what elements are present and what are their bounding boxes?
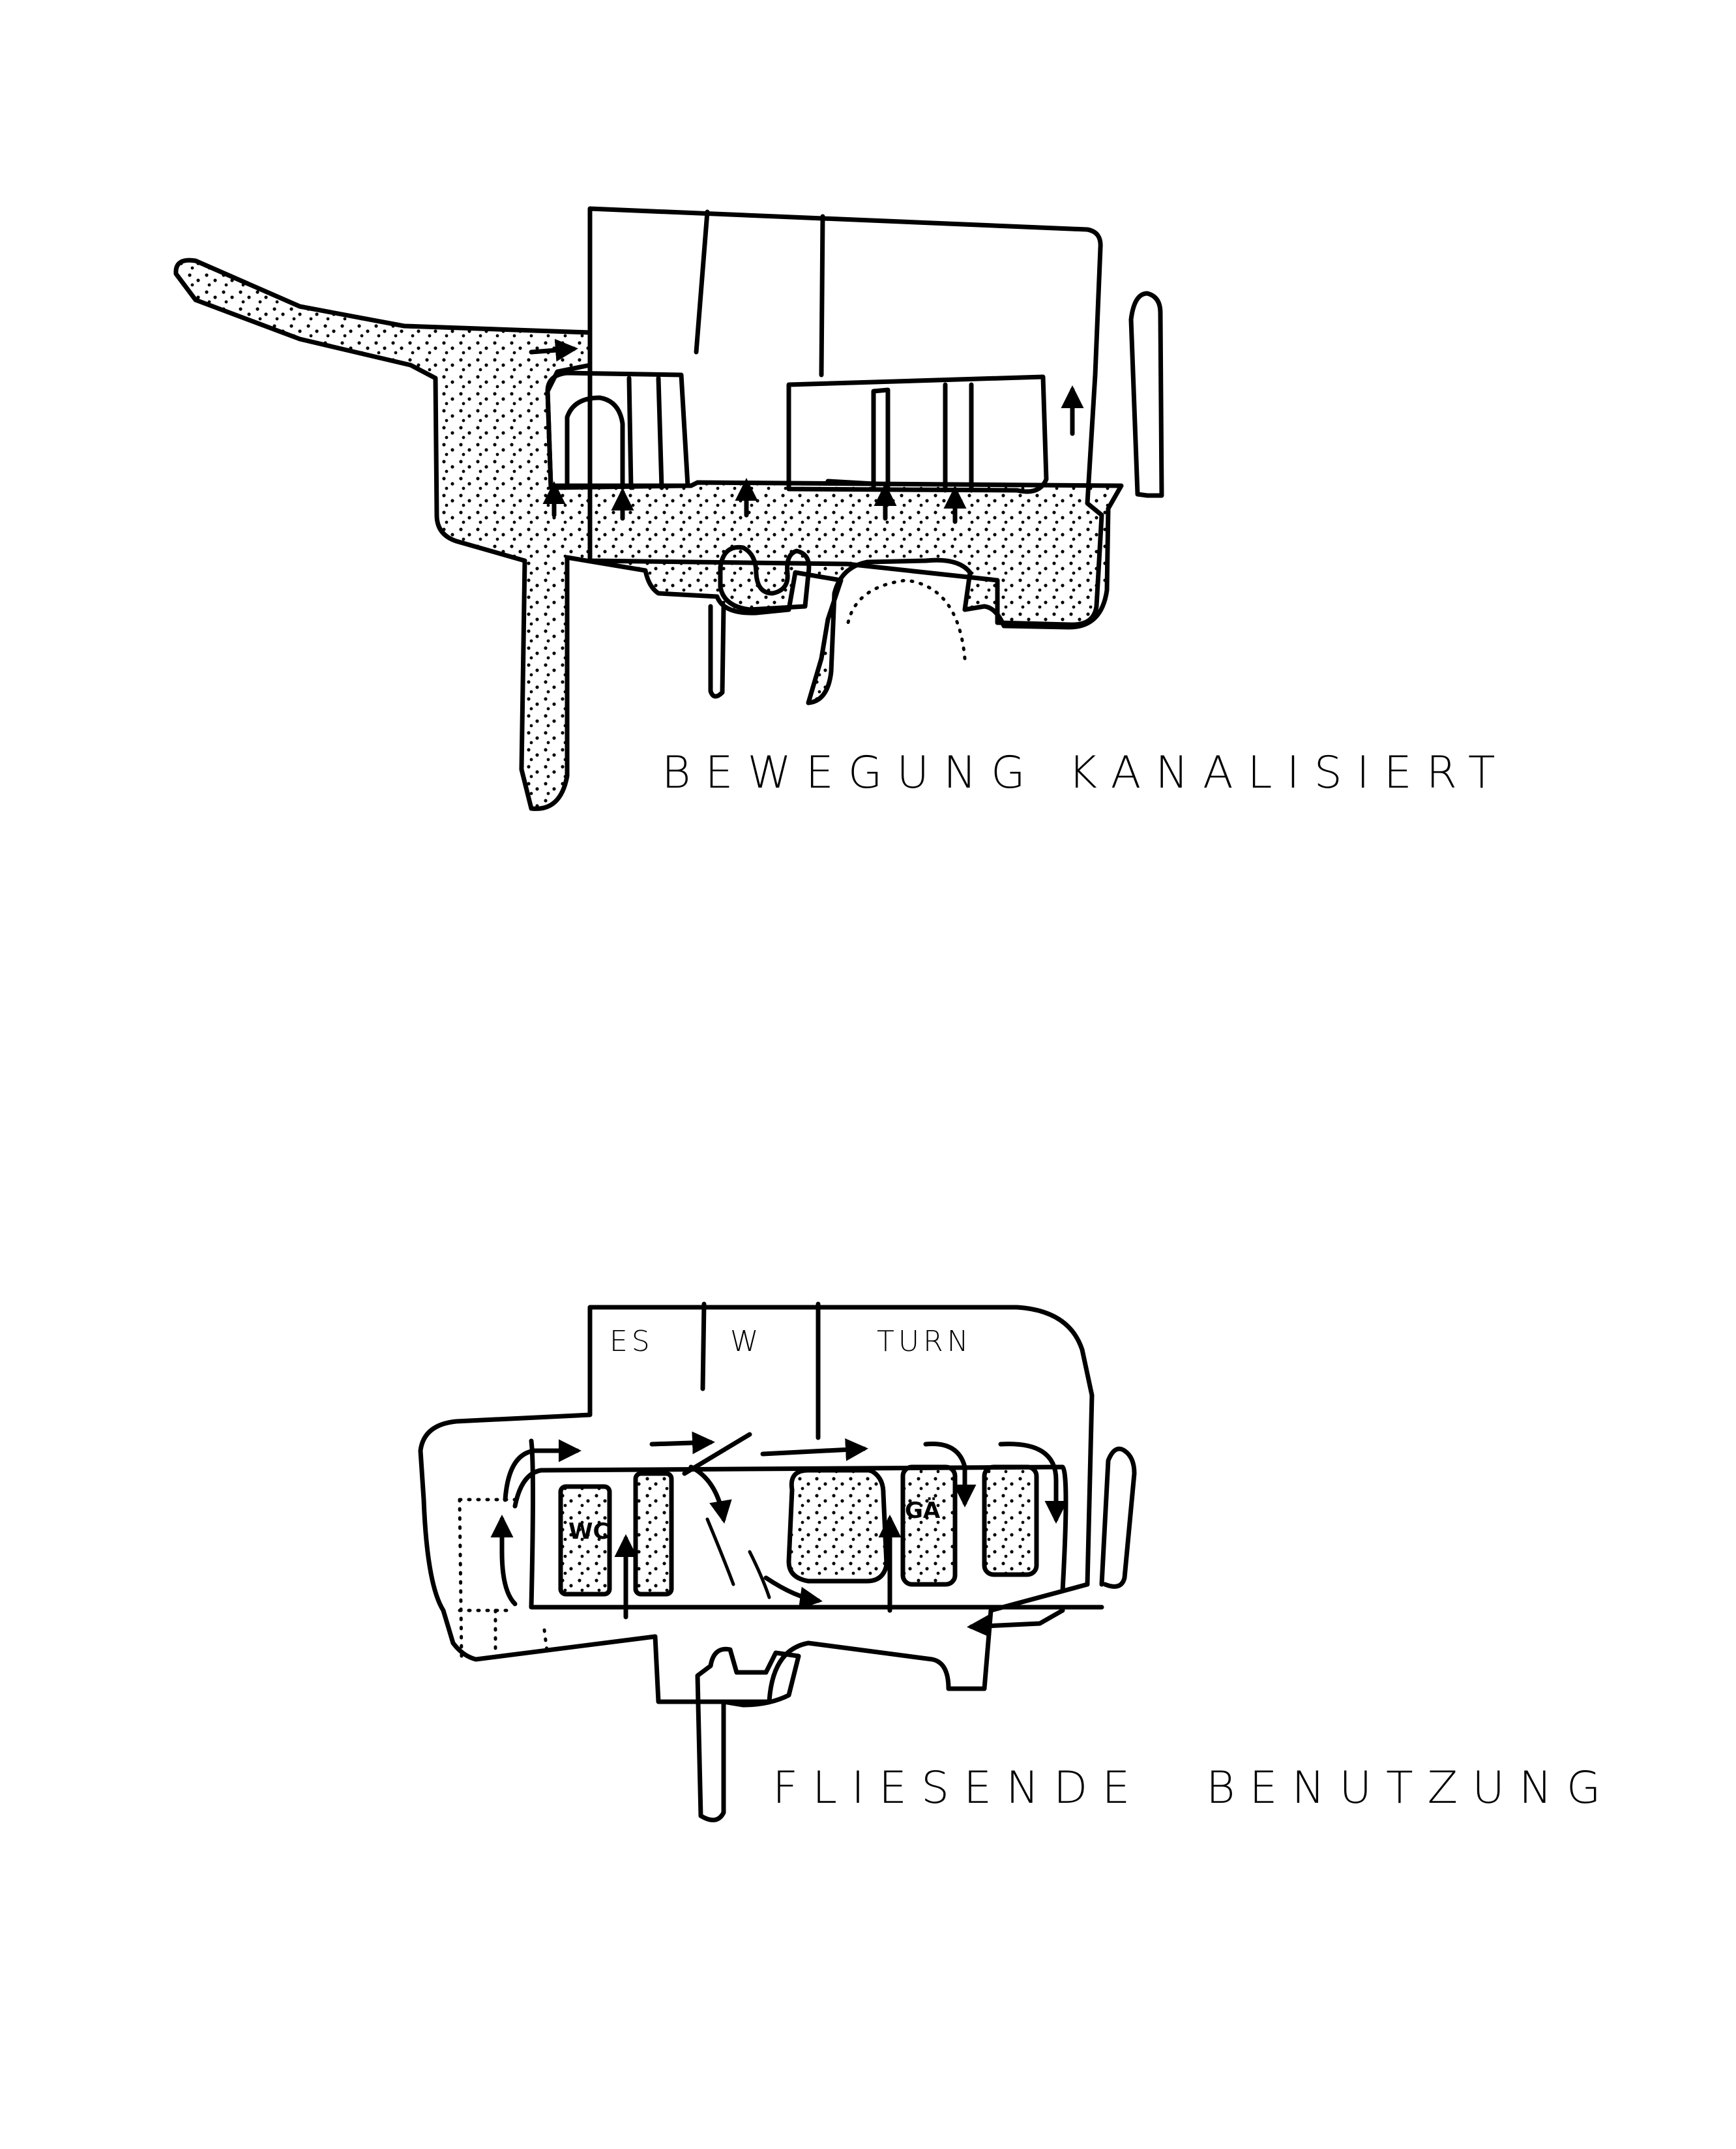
caption-bottom-part1: FLIESENDE bbox=[772, 1762, 1144, 1814]
room-wall bbox=[694, 209, 710, 355]
stair-stem-top bbox=[708, 604, 726, 699]
circulation-corridor-top bbox=[173, 258, 1124, 811]
box-dotted-3 bbox=[786, 1468, 889, 1584]
inner-loop-right bbox=[871, 387, 890, 492]
arrow-bottom-13 bbox=[998, 1442, 1068, 1524]
room-wall bbox=[819, 214, 825, 378]
plan-top bbox=[173, 206, 1164, 811]
dotted-area-left bbox=[458, 1498, 550, 1658]
room-wall bbox=[656, 376, 664, 490]
loop-path-top bbox=[846, 578, 967, 660]
arrow-bottom-10 bbox=[763, 1575, 823, 1610]
caption-top: BEWEGUNG KANALISIERT bbox=[662, 747, 1510, 799]
box-dotted-2 bbox=[633, 1471, 674, 1597]
arrow-bottom-12 bbox=[923, 1441, 977, 1507]
corridor-left-arc bbox=[512, 1464, 1068, 1593]
slot-right-bottom bbox=[1099, 1446, 1137, 1589]
box-wc bbox=[558, 1484, 612, 1597]
arrow-bottom-1 bbox=[503, 1439, 581, 1502]
plan-bottom bbox=[418, 1301, 1137, 1822]
arrow-bottom-2 bbox=[490, 1515, 518, 1607]
caption-bottom-part2: BENUTZUNG bbox=[1206, 1762, 1615, 1814]
slot-right-top bbox=[1128, 291, 1164, 498]
stroke-bottom-8 bbox=[705, 1517, 735, 1586]
stair-u-top bbox=[718, 544, 812, 612]
stroke-bottom-9 bbox=[748, 1550, 771, 1599]
arrow-bottom-6 bbox=[688, 1464, 732, 1524]
room-wall bbox=[626, 376, 634, 490]
box-ga bbox=[900, 1464, 958, 1587]
room-wall bbox=[825, 479, 876, 486]
arrow-top-1 bbox=[529, 338, 578, 362]
room-box-left bbox=[545, 370, 690, 490]
box-dotted-5 bbox=[982, 1464, 1039, 1577]
arrow-bottom-14 bbox=[967, 1608, 1065, 1638]
room-wall bbox=[700, 1301, 707, 1391]
inner-loop-left bbox=[565, 395, 625, 490]
stair-u-bottom bbox=[695, 1646, 801, 1822]
room-box-right bbox=[786, 374, 1049, 494]
box-label-ga: GÄ bbox=[905, 1497, 941, 1524]
arrow-bottom-4 bbox=[649, 1431, 715, 1455]
arrow-bottom-7 bbox=[760, 1438, 868, 1461]
box-label-wc: WC bbox=[568, 1519, 609, 1545]
room-label-es: ES bbox=[610, 1325, 654, 1358]
room-label-turn: TURN bbox=[877, 1325, 973, 1358]
room-label-w: W bbox=[730, 1325, 763, 1358]
